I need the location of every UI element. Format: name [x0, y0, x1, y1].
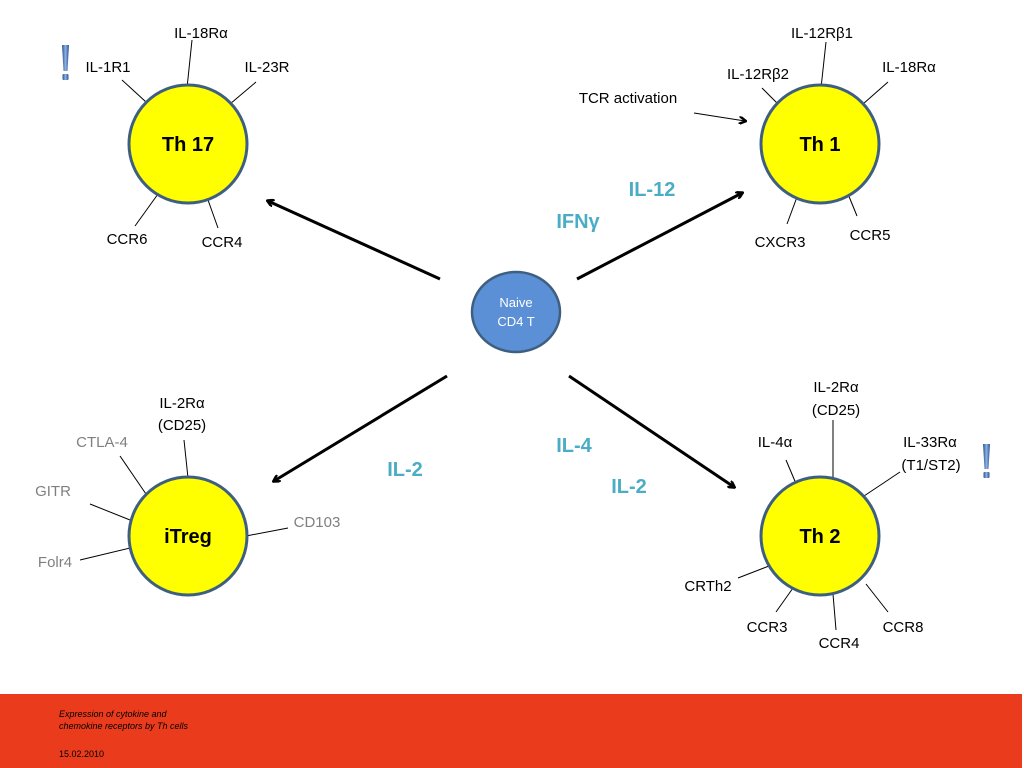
th1-il12rb2-line — [761, 87, 779, 105]
th2-cell-group: Th 2 IL-2Rα (CD25) IL-4α IL-33Rα (T1/ST2… — [684, 379, 960, 652]
th17-cell-group: Th 17 IL-18Rα IL-1R1 IL-23R CCR6 CCR4 — [85, 25, 289, 251]
arrow-to-itreg — [274, 374, 448, 481]
cytokine-il2-right: IL-2 — [611, 476, 647, 498]
itreg-ctla4-line — [119, 455, 147, 495]
th17-ccr6-label: CCR6 — [107, 231, 148, 248]
th1-il18ra-label: IL-18Rα — [882, 59, 936, 76]
cytokine-ifng: IFNγ — [556, 211, 600, 233]
footer-caption-line2: chemokine receptors by Th cells — [59, 721, 189, 731]
th17-il1r1-line — [121, 79, 147, 103]
th2-il2ra-label-1: IL-2Rα — [813, 379, 859, 396]
th1-ccr5-line — [847, 193, 858, 217]
th2-il33ra-label-2: (T1/ST2) — [901, 457, 960, 474]
th1-il18ra-line — [862, 81, 889, 105]
cytokine-il4: IL-4 — [556, 435, 592, 457]
itreg-il2ra-label-2: (CD25) — [158, 417, 206, 434]
th1-cxcr3-line — [786, 196, 798, 225]
tcr-activation-line — [693, 112, 745, 121]
arrow-to-th17 — [268, 201, 441, 281]
footer-caption: Expression of cytokine and chemokine rec… — [59, 708, 359, 732]
th17-il18ra-label: IL-18Rα — [174, 25, 228, 42]
th17-name: Th 17 — [162, 134, 214, 156]
arrow-to-th2 — [568, 374, 734, 487]
th2-il33ra-label-1: IL-33Rα — [903, 434, 957, 451]
th17-il23r-line — [229, 81, 257, 105]
th2-il4a-label: IL-4α — [758, 434, 793, 451]
th1-cell — [759, 83, 881, 205]
th2-ccr4-label: CCR4 — [819, 635, 860, 652]
th1-name: Th 1 — [799, 134, 840, 156]
naive-label-line2: CD4 T — [497, 314, 534, 329]
th2-ccr8-label: CCR8 — [883, 619, 924, 636]
footer-bar: Expression of cytokine and chemokine rec… — [0, 694, 1022, 768]
th17-cell — [127, 83, 249, 205]
naive-cd4-cell — [470, 270, 562, 354]
th1-il12rb2-label: IL-12Rβ2 — [727, 66, 789, 83]
th2-name: Th 2 — [799, 526, 840, 548]
th2-crth2-line — [737, 565, 770, 579]
th17-ccr6-line — [134, 193, 159, 227]
th17-il18ra-line — [186, 39, 193, 89]
th17-il1r1-label: IL-1R1 — [85, 59, 130, 76]
footer-caption-line1: Expression of cytokine and — [59, 709, 167, 719]
th1-cxcr3-label: CXCR3 — [755, 234, 806, 251]
itreg-il2ra-line — [183, 439, 189, 479]
itreg-ctla4-label: CTLA-4 — [76, 434, 128, 451]
th1-il12rb1-line — [820, 41, 827, 89]
exclamation-icon — [983, 444, 990, 478]
th2-ccr3-line — [775, 587, 794, 613]
itreg-name: iTreg — [164, 526, 212, 548]
naive-cell-group: Naive CD4 T — [470, 270, 562, 354]
cytokine-il2-left: IL-2 — [387, 459, 423, 481]
th2-ccr3-label: CCR3 — [747, 619, 788, 636]
itreg-gitr-label: GITR — [35, 483, 71, 500]
th17-ccr4-line — [207, 199, 219, 229]
itreg-cd103-label: CD103 — [294, 514, 341, 531]
itreg-folr4-line — [79, 547, 131, 561]
th2-ccr4-line — [832, 593, 837, 631]
itreg-cell — [127, 475, 249, 597]
itreg-cd103-line — [245, 527, 289, 537]
itreg-gitr-line — [89, 503, 131, 521]
th1-cell-group: Th 1 IL-12Rβ1 IL-12Rβ2 IL-18Rα CXCR3 CCR… — [579, 25, 936, 251]
tcr-activation-label: TCR activation — [579, 90, 677, 107]
footer-date: 15.02.2010 — [59, 749, 105, 759]
itreg-cell-group: iTreg IL-2Rα (CD25) CTLA-4 GITR Folr4 CD… — [35, 395, 341, 597]
exclamation-icon — [62, 45, 69, 80]
itreg-folr4-label: Folr4 — [38, 554, 72, 571]
th2-crth2-label: CRTh2 — [684, 578, 731, 595]
arrow-to-th1 — [576, 193, 742, 281]
th17-il23r-label: IL-23R — [244, 59, 289, 76]
naive-label-line1: Naive — [499, 295, 532, 310]
th2-ccr8-line — [865, 583, 889, 613]
cytokine-il12: IL-12 — [629, 179, 676, 201]
th2-il2ra-label-2: (CD25) — [812, 402, 860, 419]
th1-il12rb1-label: IL-12Rβ1 — [791, 25, 853, 42]
th17-ccr4-label: CCR4 — [202, 234, 243, 251]
th2-il33ra-line — [863, 471, 901, 497]
th1-ccr5-label: CCR5 — [850, 227, 891, 244]
itreg-il2ra-label-1: IL-2Rα — [159, 395, 205, 412]
th2-cell — [759, 475, 881, 597]
